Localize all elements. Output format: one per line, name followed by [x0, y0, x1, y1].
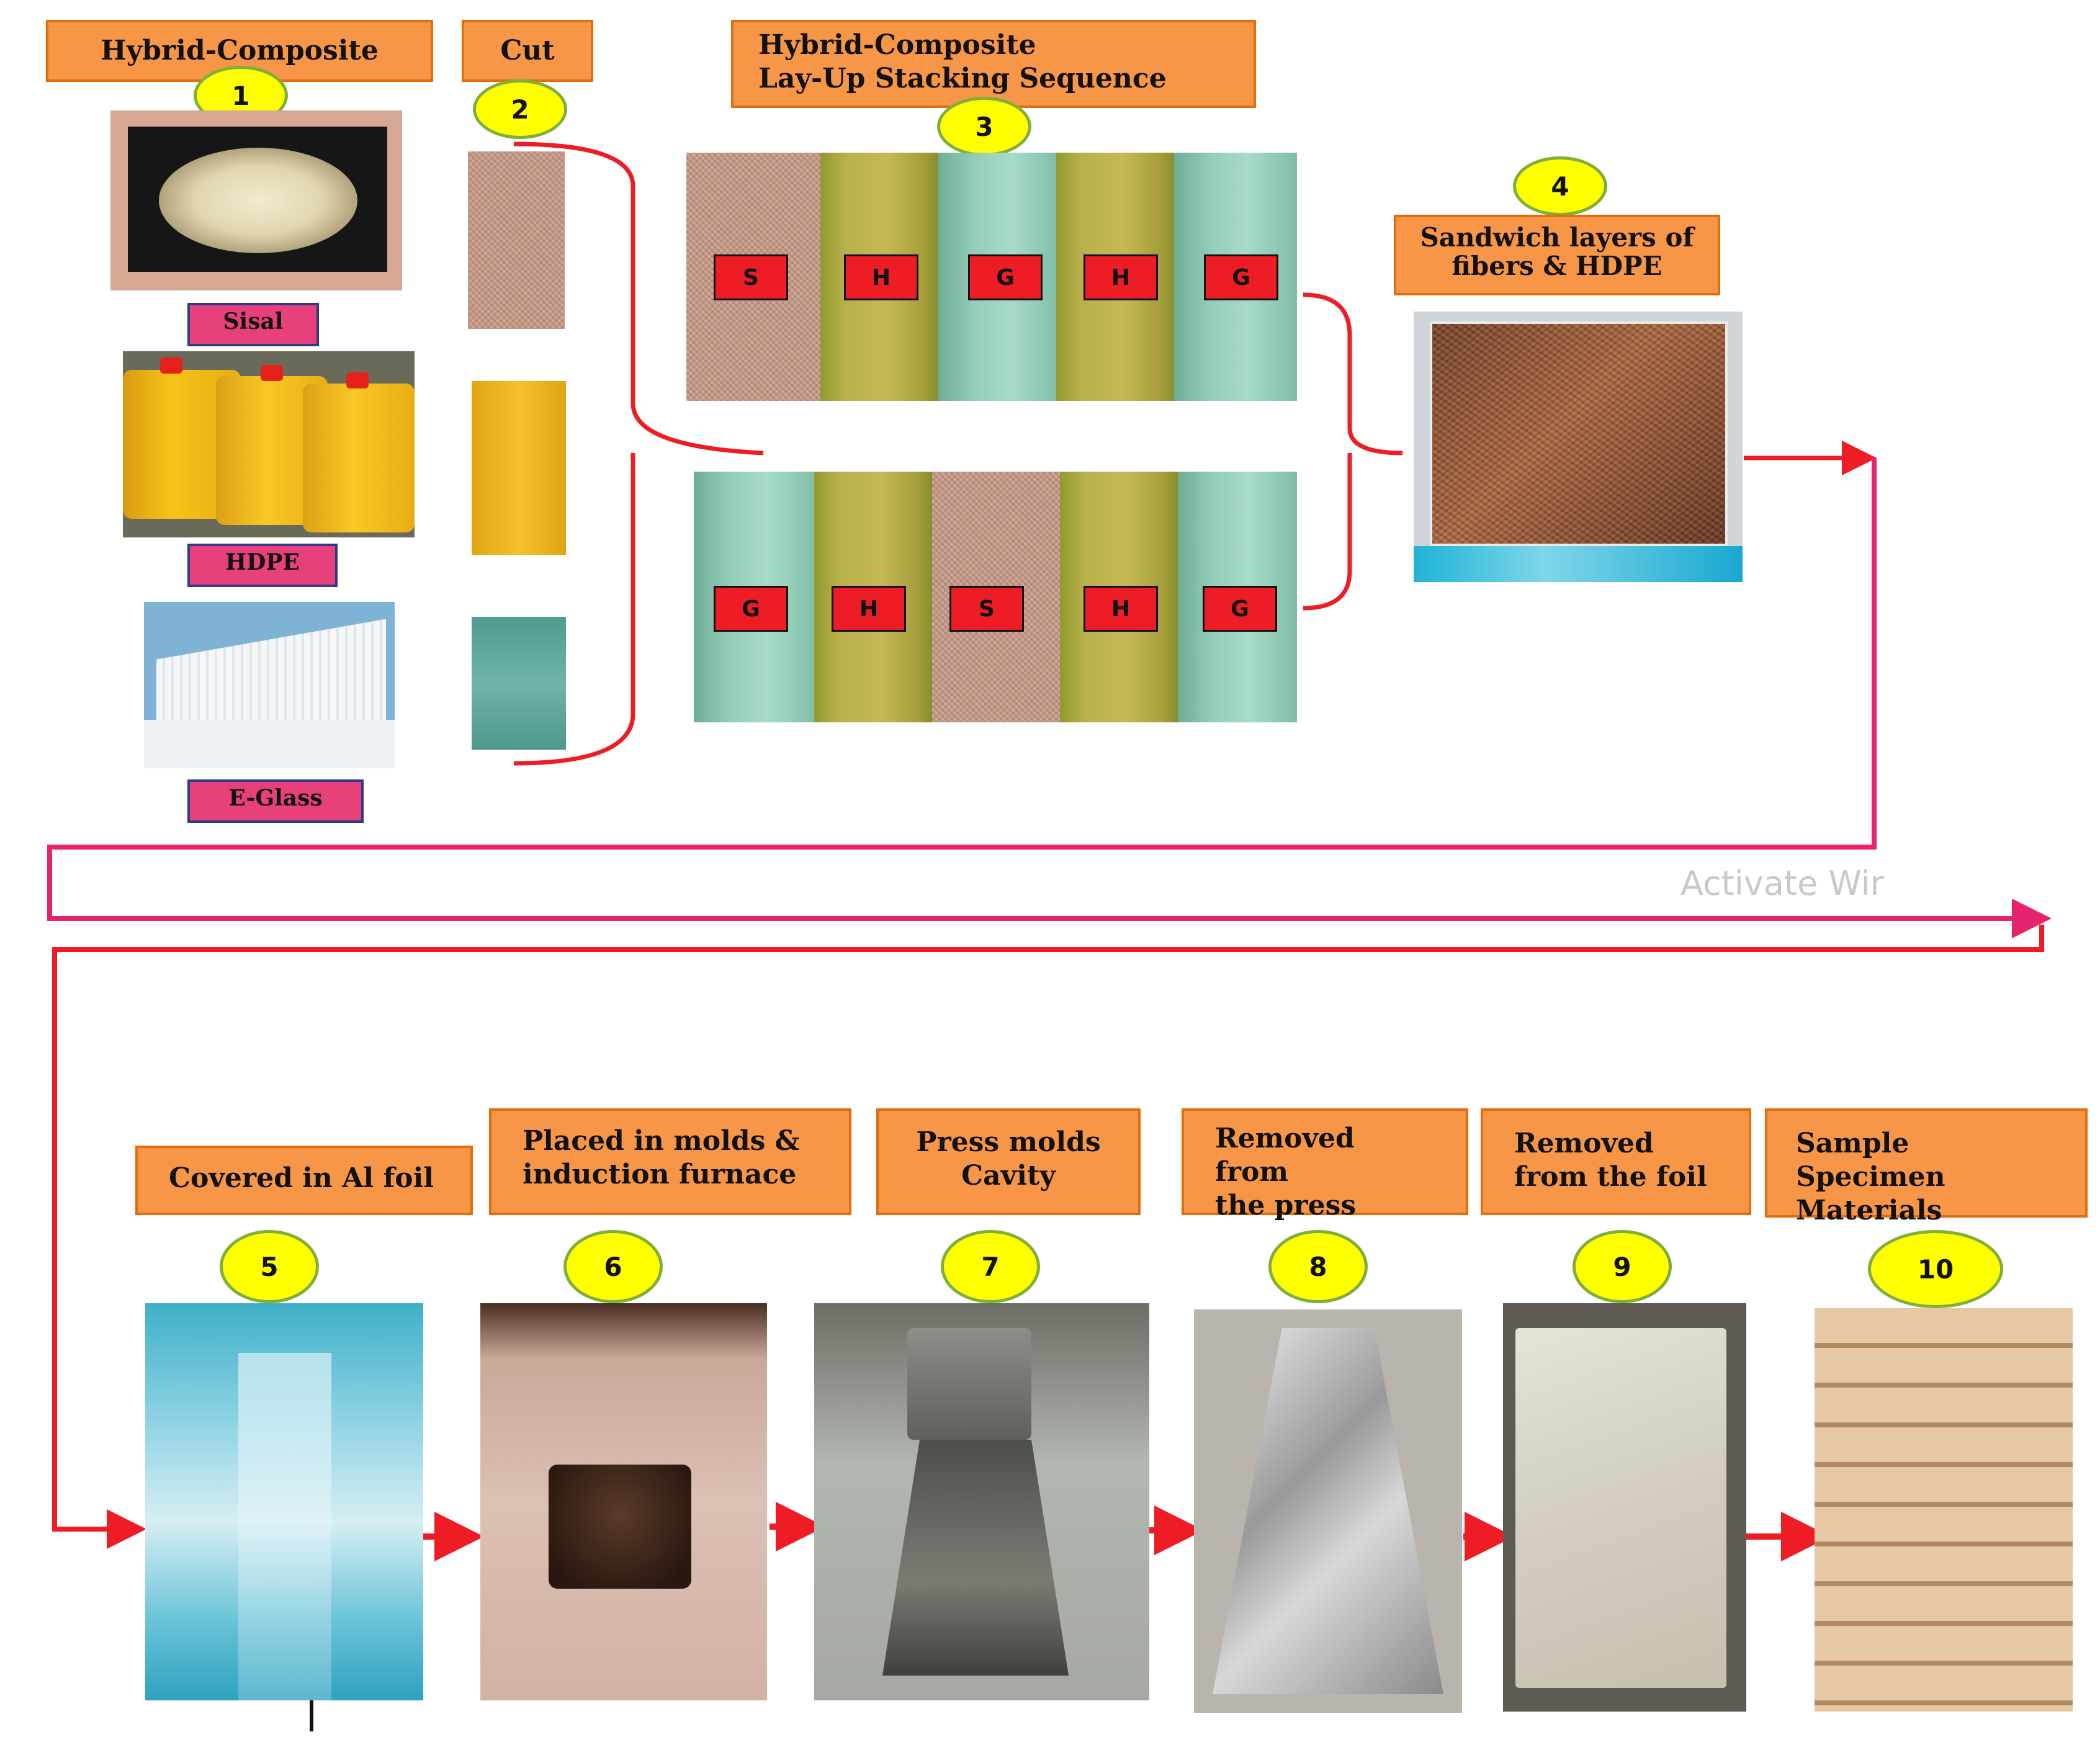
- removed-from-foil-photo: [1503, 1303, 1746, 1712]
- brace-stack-to-sandwich: [1303, 292, 1403, 611]
- stack-bottom-tag-5: G: [1203, 586, 1277, 632]
- stack-top-tag-4: H: [1084, 254, 1158, 300]
- step-9-title-line1: Removed: [1514, 1128, 1654, 1159]
- stack-top-tag-2: H: [844, 254, 918, 300]
- sisal-photo: [110, 110, 402, 290]
- stack-bottom-tag-3: S: [949, 586, 1024, 632]
- furnace-mold-photo: [480, 1303, 767, 1700]
- step-8-title: Removed from the press: [1182, 1108, 1468, 1221]
- material-label-eglass: E-Glass: [187, 779, 364, 823]
- step-8-title-line2: the press: [1215, 1190, 1357, 1221]
- return-line-2: [52, 925, 2044, 1549]
- material-label-hdpe: HDPE: [187, 544, 338, 587]
- stack-top-tag-1: S: [714, 254, 788, 300]
- step-9-number: 9: [1573, 1230, 1672, 1303]
- step-4-title: Sandwich layers of fibers & HDPE: [1394, 215, 1720, 295]
- step-6-number: 6: [563, 1230, 663, 1303]
- press-mold-photo: [814, 1303, 1149, 1700]
- step-8-number: 8: [1268, 1230, 1368, 1303]
- sample-specimens-photo: [1815, 1308, 2073, 1712]
- cut-hdpe-piece: [472, 381, 566, 555]
- brace-cut-to-stack: [513, 141, 764, 766]
- material-label-sisal: Sisal: [187, 303, 319, 346]
- step-7-title-line2: Cavity: [961, 1160, 1056, 1192]
- step-6-title: Placed in molds & induction furnace: [489, 1108, 851, 1215]
- step-10-title-line2: Materials: [1796, 1195, 1942, 1226]
- step-4-title-line2: fibers & HDPE: [1452, 251, 1662, 281]
- step-4-number: 4: [1513, 156, 1607, 216]
- step-4-title-line1: Sandwich layers of: [1420, 222, 1694, 253]
- foil-wrapped-photo: [145, 1303, 423, 1700]
- removed-from-press-photo: [1194, 1309, 1462, 1713]
- step-10-title-line1: Sample Specimen: [1796, 1128, 1945, 1193]
- sandwich-photo: [1414, 312, 1743, 582]
- stack-top-tag-3: G: [968, 254, 1043, 300]
- step-3-title: Hybrid-Composite Lay-Up Stacking Sequenc…: [731, 20, 1256, 108]
- step-9-title-line2: from the foil: [1514, 1161, 1707, 1193]
- step-5-number: 5: [220, 1230, 319, 1303]
- step-9-title: Removed from the foil: [1481, 1108, 1751, 1215]
- stack-bottom-tag-4: H: [1084, 586, 1158, 632]
- step-8-title-line1: Removed from: [1215, 1123, 1355, 1188]
- step-5-title-text: Covered in Al foil: [169, 1162, 434, 1194]
- eglass-photo: [144, 602, 395, 768]
- step-7-number: 7: [941, 1230, 1040, 1303]
- step-10-number: 10: [1868, 1230, 2003, 1308]
- return-line: [47, 458, 2052, 938]
- step-2-title-text: Cut: [500, 35, 555, 66]
- step-6-title-line2: induction furnace: [523, 1159, 797, 1190]
- cut-sisal-piece: [468, 151, 565, 329]
- step-7-title-line1: Press molds: [916, 1126, 1101, 1158]
- hdpe-photo: [123, 351, 415, 537]
- step-3-title-line2: Lay-Up Stacking Sequence: [758, 63, 1167, 94]
- step-3-number: 3: [937, 97, 1031, 156]
- activate-windows-watermark: Activate Wir: [1680, 864, 1884, 903]
- step-6-title-line1: Placed in molds &: [523, 1125, 800, 1157]
- stack-top-tag-5: G: [1204, 254, 1278, 300]
- step-7-title: Press molds Cavity: [876, 1108, 1141, 1215]
- stack-bottom-tag-2: H: [832, 586, 906, 632]
- step-2-number: 2: [473, 79, 567, 139]
- stack-bottom-tag-1: G: [714, 586, 788, 632]
- step-5-title: Covered in Al foil: [135, 1146, 473, 1215]
- step-1-title-text: Hybrid-Composite: [101, 35, 379, 66]
- step-2-title: Cut: [462, 20, 593, 82]
- cut-eglass-piece: [472, 617, 566, 750]
- step-3-title-line1: Hybrid-Composite: [758, 29, 1036, 61]
- step-10-title: Sample Specimen Materials: [1765, 1108, 2088, 1226]
